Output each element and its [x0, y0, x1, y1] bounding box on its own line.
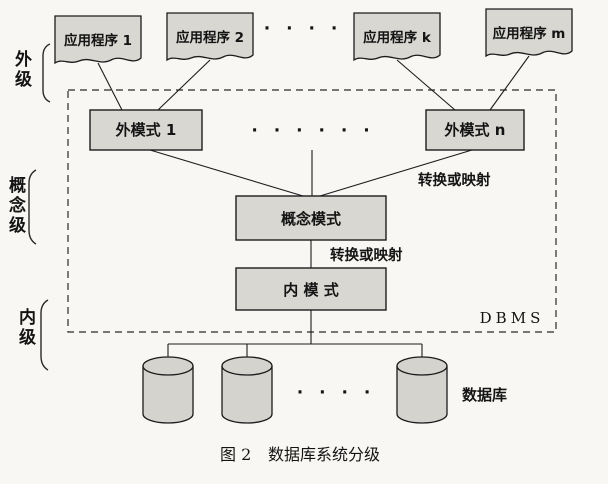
schemas-ellipsis: · · · · · ·	[251, 121, 374, 141]
database-cylinder-1	[142, 356, 194, 424]
dbms-boundary	[67, 89, 557, 333]
connector-lines-database	[167, 310, 423, 358]
document-shape	[166, 12, 254, 62]
external-schema-n-label: 外模式 n	[444, 121, 506, 139]
bracket-conceptual-level	[28, 169, 37, 245]
connector-line	[319, 149, 473, 197]
cylinder-top	[221, 356, 273, 376]
external-schema-1-label: 外模式 1	[115, 121, 177, 139]
document-shape	[353, 12, 441, 62]
apps-ellipsis: · · · ·	[264, 19, 343, 39]
database-cylinder-2	[221, 356, 273, 424]
external-schema-n-box	[425, 109, 525, 151]
connector-line	[97, 62, 123, 111]
document-shape	[485, 8, 573, 58]
dbms-label: DBMS	[480, 309, 545, 327]
connector-line	[149, 149, 304, 197]
app-label-1: 应用程序 1	[64, 32, 132, 49]
app-shape-m: 应用程序 m	[485, 8, 573, 58]
cylinder-body	[396, 366, 448, 424]
connector-lines-apps	[97, 55, 530, 111]
cylinder-body	[221, 366, 273, 424]
mapping-label-lower: 转换或映射	[330, 246, 403, 264]
bracket-external-level	[42, 43, 51, 103]
external-schema-1-box	[89, 109, 203, 151]
conceptual-schema-label: 概念模式	[281, 210, 341, 228]
connector-line	[157, 59, 211, 111]
app-label-k: 应用程序 k	[363, 29, 432, 46]
level-label-external: 外级	[11, 50, 31, 90]
cylinder-top	[142, 356, 194, 376]
internal-schema-box	[235, 267, 387, 311]
caption-figure-number: 图 2	[220, 445, 251, 464]
caption-title: 数据库系统分级	[268, 445, 380, 464]
internal-schema-label: 内 模 式	[283, 281, 338, 299]
app-label-2: 应用程序 2	[176, 29, 244, 46]
cylinder-body	[142, 366, 194, 424]
database-ellipsis: · · · ·	[297, 383, 376, 403]
app-shape-1: 应用程序 1	[54, 15, 142, 65]
connector-lines-schemas	[149, 149, 473, 197]
database-cylinder-3	[396, 356, 448, 424]
database-label: 数据库	[462, 386, 507, 404]
connector-line	[396, 59, 456, 111]
conceptual-schema-box	[235, 195, 387, 241]
app-shape-2: 应用程序 2	[166, 12, 254, 62]
level-label-internal: 内级	[15, 308, 35, 348]
bracket-internal-level	[40, 299, 49, 371]
mapping-label-upper: 转换或映射	[418, 171, 491, 189]
cylinder-top	[396, 356, 448, 376]
level-label-conceptual: 概念级	[5, 176, 25, 236]
app-shape-k: 应用程序 k	[353, 12, 441, 62]
app-label-m: 应用程序 m	[493, 25, 566, 42]
document-shape	[54, 15, 142, 65]
connector-line	[489, 55, 530, 111]
